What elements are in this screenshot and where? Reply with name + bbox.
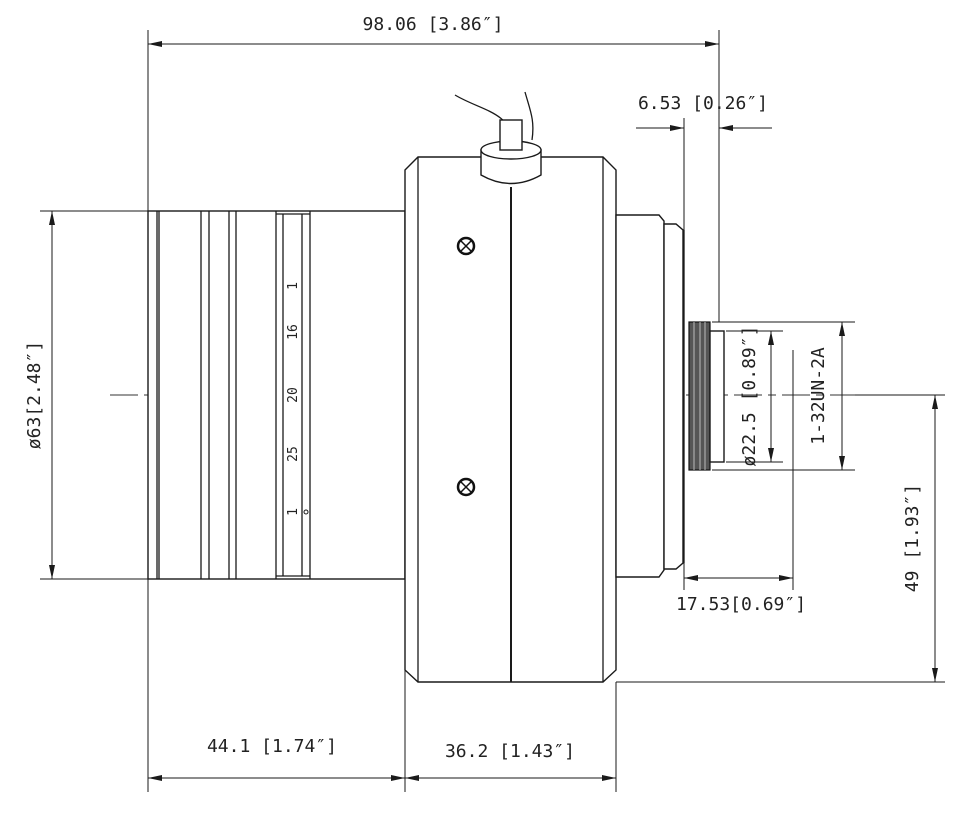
inner-diameter-label: ø22.5 [0.89″] [739, 326, 760, 467]
main-body [404, 156, 617, 683]
mount-length-label: 17.53[0.69″] [676, 594, 806, 615]
dimension-front-barrel-length: 44.1 [1.74″] [148, 670, 406, 792]
rear-mount [615, 214, 725, 578]
focus-scale-mark: 20 [286, 387, 301, 403]
dimension-body-length: 36.2 [1.43″] [405, 682, 617, 792]
focus-scale-mark: 1 [286, 508, 301, 516]
overall-length-label: 98.06 [3.86″] [363, 14, 504, 35]
dimension-overall-length: 98.06 [3.86″] [147, 14, 720, 792]
screw-icon [456, 236, 476, 256]
cable-connector [480, 119, 542, 185]
cable [524, 91, 534, 141]
focus-scale-mark: 16 [286, 324, 301, 340]
dimension-inner-diameter: ø22.5 [0.89″] [726, 326, 783, 467]
height-label: 49 [1.93″] [902, 484, 923, 592]
front-barrel [147, 210, 406, 580]
focus-scale-mark: 25 [286, 446, 301, 462]
front-diameter-label: ø63[2.48″] [24, 341, 45, 449]
dimension-height: 49 [1.93″] [616, 394, 945, 683]
thread-spec-label: 1-32UN-2A [808, 347, 829, 445]
dimension-mount-length: 17.53[0.69″] [676, 350, 806, 615]
focus-scale-mark: 1 [286, 282, 301, 290]
dimension-flange-offset: 6.53 [0.26″] [636, 93, 772, 590]
flange-offset-label: 6.53 [0.26″] [638, 93, 768, 114]
front-barrel-length-label: 44.1 [1.74″] [207, 736, 337, 757]
screw-icon [456, 477, 476, 497]
dimension-thread: 1-32UN-2A [712, 321, 855, 471]
focus-scale: 1 16 20 25 1 [286, 282, 309, 516]
body-length-label: 36.2 [1.43″] [445, 741, 575, 762]
index-dot [303, 509, 309, 515]
dimension-front-diameter: ø63[2.48″] [24, 210, 148, 580]
